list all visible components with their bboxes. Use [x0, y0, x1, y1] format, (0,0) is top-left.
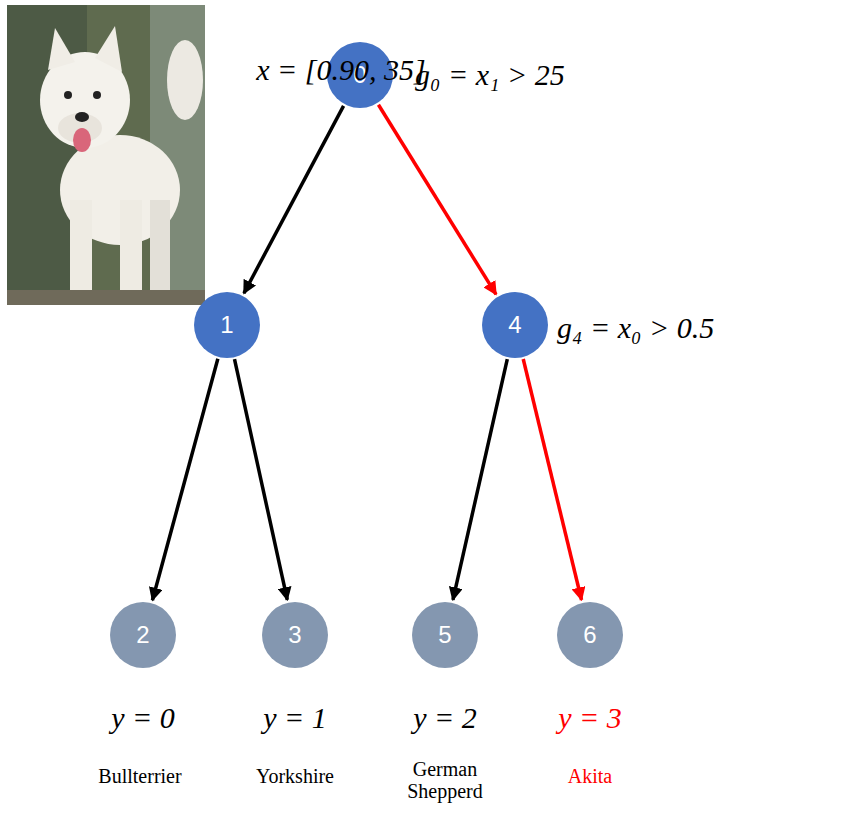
tree-branch	[523, 359, 581, 600]
node-number: 1	[220, 311, 233, 339]
tree-node: 1	[193, 291, 261, 359]
math-label: g₄ = x₀ > 0.5	[557, 311, 714, 345]
tree-branch	[234, 359, 287, 600]
class-name: German Shepperd	[395, 758, 495, 802]
math-label: y = 2	[413, 701, 477, 735]
class-name: Akita	[568, 765, 612, 787]
node-number: 5	[438, 621, 451, 649]
math-label: y = 1	[263, 701, 327, 735]
math-label: g₀ = x₁ > 25	[415, 58, 565, 92]
tree-branch	[152, 359, 217, 600]
node-number: 2	[136, 621, 149, 649]
tree-node: 3	[261, 601, 329, 669]
tree-node: 4	[481, 291, 549, 359]
class-name: Bullterrier	[98, 765, 181, 787]
class-name: Yorkshire	[256, 765, 334, 787]
node-number: 3	[288, 621, 301, 649]
tree-branch	[378, 105, 496, 295]
math-label: y = 0	[111, 701, 175, 735]
tree-branch	[244, 106, 344, 293]
node-number: 4	[508, 311, 521, 339]
tree-node: 2	[109, 601, 177, 669]
tree-node: 5	[411, 601, 479, 669]
math-label: x = [0.90, 35]	[256, 53, 425, 87]
tree-branch	[453, 359, 507, 600]
tree-node: 6	[556, 601, 624, 669]
node-number: 6	[583, 621, 596, 649]
math-label: y = 3	[558, 701, 622, 735]
